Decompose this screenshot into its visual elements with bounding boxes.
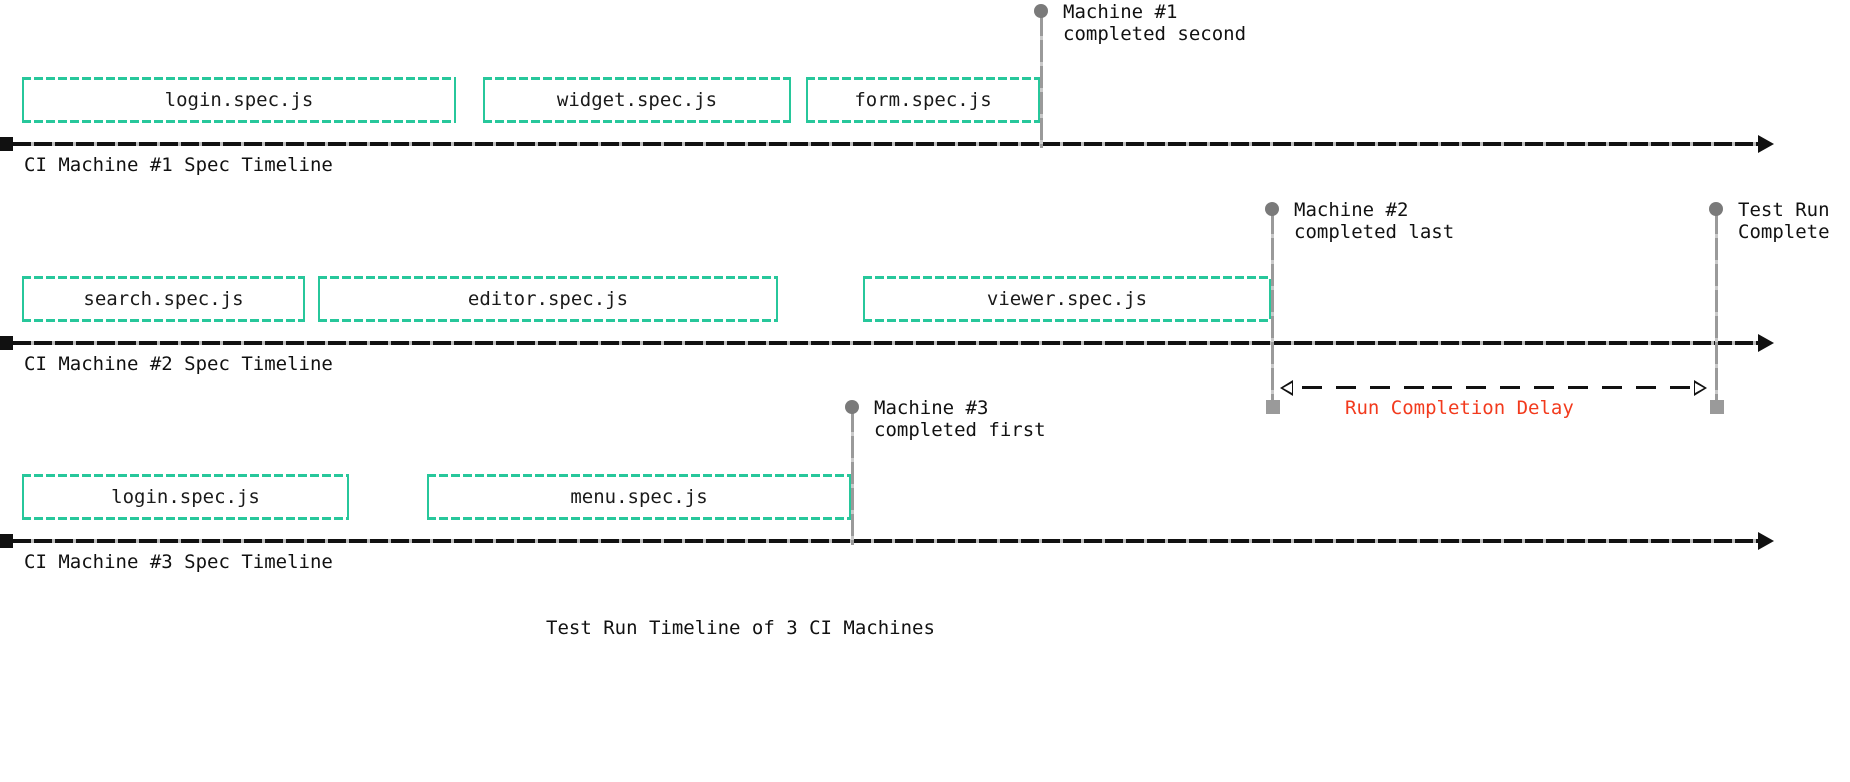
- milestone-dot: [845, 400, 859, 414]
- milestone-label-line2: completed second: [1063, 23, 1247, 45]
- spec-box[interactable]: search.spec.js: [22, 276, 305, 322]
- milestone-label: Test Run Complete: [1738, 199, 1830, 243]
- milestone-label: Machine #2 completed last: [1294, 199, 1454, 243]
- delay-end-handle[interactable]: [1710, 400, 1724, 414]
- milestone-label-line1: Machine #3: [874, 397, 989, 419]
- milestone-label-line2: Complete: [1738, 221, 1830, 243]
- milestone-dot: [1265, 202, 1279, 216]
- axis-start-marker: [0, 336, 13, 350]
- timeline-axis: [13, 539, 1758, 543]
- milestone-line: [851, 410, 854, 545]
- milestone-label: Machine #3 completed first: [874, 397, 1046, 441]
- axis-arrowhead: [1758, 135, 1774, 153]
- axis-label: CI Machine #3 Spec Timeline: [24, 551, 333, 573]
- spec-box[interactable]: login.spec.js: [22, 474, 349, 520]
- spec-box-label: viewer.spec.js: [986, 288, 1148, 310]
- milestone-label-line1: Test Run: [1738, 199, 1830, 221]
- timeline-axis: [13, 341, 1758, 345]
- axis-label: CI Machine #1 Spec Timeline: [24, 154, 333, 176]
- milestone-label-line2: completed first: [874, 419, 1046, 441]
- spec-box[interactable]: menu.spec.js: [427, 474, 851, 520]
- milestone-label-line1: Machine #1: [1063, 1, 1178, 23]
- spec-box[interactable]: login.spec.js: [22, 77, 456, 123]
- spec-box-label: login.spec.js: [111, 486, 260, 508]
- milestone-label: Machine #1 completed second: [1063, 1, 1246, 45]
- delay-start-handle[interactable]: [1266, 400, 1280, 414]
- milestone-line: [1271, 212, 1274, 410]
- spec-box-label: editor.spec.js: [467, 288, 629, 310]
- axis-label: CI Machine #2 Spec Timeline: [24, 353, 333, 375]
- spec-box-label: menu.spec.js: [570, 486, 708, 508]
- spec-box[interactable]: form.spec.js: [806, 77, 1040, 123]
- milestone-label-line1: Machine #2: [1294, 199, 1409, 221]
- spec-box-label: widget.spec.js: [556, 89, 718, 111]
- delay-arrow-right-icon: [1694, 380, 1707, 396]
- spec-box[interactable]: widget.spec.js: [483, 77, 791, 123]
- spec-box-label: login.spec.js: [164, 89, 314, 111]
- axis-start-marker: [0, 534, 13, 548]
- delay-span-line: [1432, 386, 1694, 389]
- figure-title: Test Run Timeline of 3 CI Machines: [546, 617, 935, 639]
- delay-span-line: [1302, 386, 1432, 389]
- spec-box-label: search.spec.js: [83, 288, 244, 310]
- milestone-dot: [1709, 202, 1723, 216]
- delay-label: Run Completion Delay: [1345, 397, 1574, 419]
- axis-arrowhead: [1758, 334, 1774, 352]
- milestone-label-line2: completed last: [1294, 221, 1455, 243]
- delay-arrow-left-icon: [1280, 380, 1293, 396]
- spec-box[interactable]: viewer.spec.js: [863, 276, 1271, 322]
- milestone-dot: [1034, 4, 1048, 18]
- axis-arrowhead: [1758, 532, 1774, 550]
- axis-start-marker: [0, 137, 13, 151]
- timeline-axis: [13, 142, 1758, 146]
- spec-box-label: form.spec.js: [854, 89, 992, 111]
- spec-box[interactable]: editor.spec.js: [318, 276, 778, 322]
- milestone-line: [1040, 14, 1043, 148]
- milestone-line: [1715, 212, 1718, 410]
